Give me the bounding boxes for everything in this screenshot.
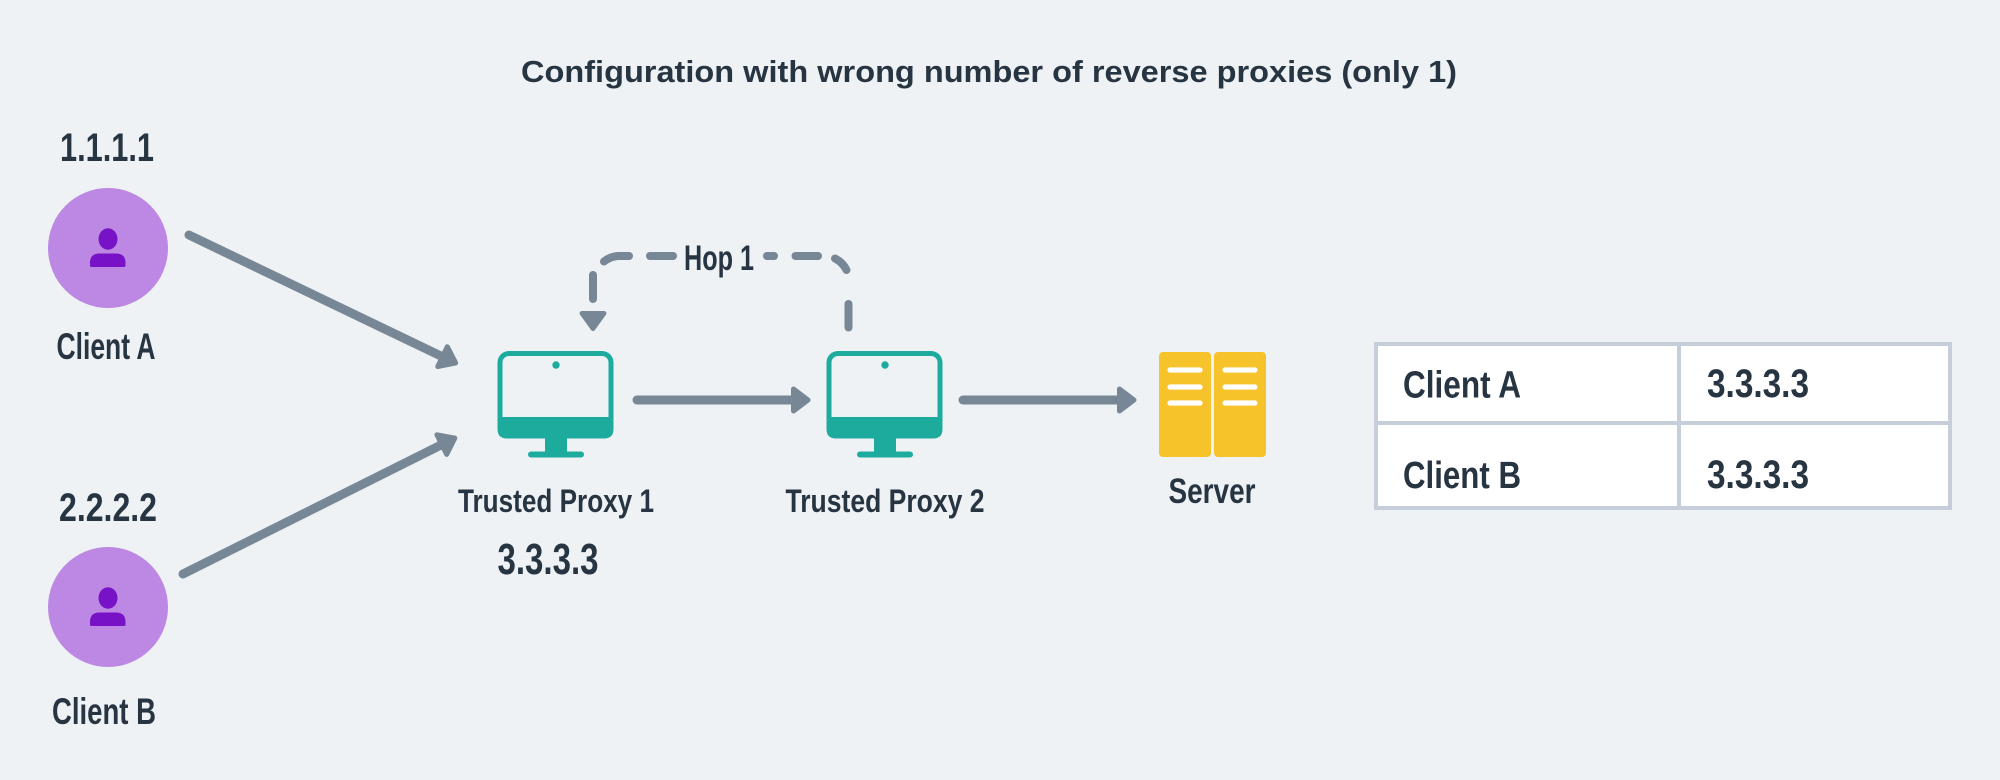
svg-text:2.2.2.2: 2.2.2.2 [59,486,157,530]
svg-text:Client B: Client B [52,690,156,732]
svg-text:3.3.3.3: 3.3.3.3 [498,535,599,584]
svg-text:Configuration with wrong numbe: Configuration with wrong number of rever… [521,54,1457,89]
svg-text:Client B: Client B [1403,455,1521,497]
svg-text:Trusted Proxy 2: Trusted Proxy 2 [786,483,985,519]
svg-text:3.3.3.3: 3.3.3.3 [1707,362,1809,406]
svg-text:1.1.1.1: 1.1.1.1 [60,126,154,170]
svg-text:Client A: Client A [57,325,156,367]
svg-text:Trusted Proxy 1: Trusted Proxy 1 [458,483,654,519]
svg-text:Client A: Client A [1403,365,1521,407]
svg-text:3.3.3.3: 3.3.3.3 [1707,453,1809,497]
svg-text:Server: Server [1169,471,1256,511]
svg-text:Hop 1: Hop 1 [684,239,754,278]
